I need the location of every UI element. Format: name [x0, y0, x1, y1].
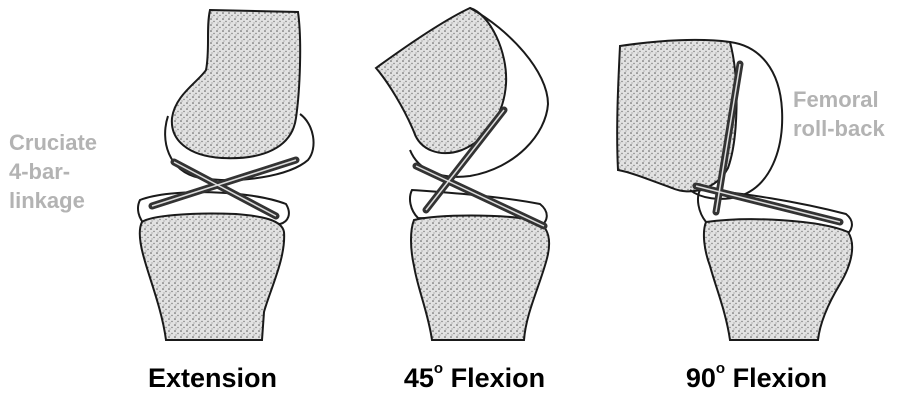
annotation-line: 4-bar-: [9, 157, 97, 186]
cruciate-linkage-annotation: Cruciate 4-bar- linkage: [9, 128, 97, 215]
caption-text: Flexion: [443, 363, 545, 393]
femur: [172, 10, 300, 158]
caption-angle: 90: [686, 363, 716, 393]
degree-symbol: o: [434, 360, 443, 377]
tibia: [140, 213, 284, 340]
caption-90-flexion: 90o Flexion: [664, 363, 849, 394]
caption-extension: Extension: [120, 363, 305, 394]
caption-text: Flexion: [725, 363, 827, 393]
annotation-line: Cruciate: [9, 128, 97, 157]
degree-symbol: o: [716, 360, 725, 377]
femoral-rollback-annotation: Femoral roll-back: [793, 85, 885, 143]
caption-angle: 45: [404, 363, 434, 393]
caption-text: Extension: [148, 363, 277, 393]
knee-45-flexion: [376, 8, 549, 340]
tibia: [411, 216, 549, 341]
femur: [617, 40, 736, 191]
annotation-line: linkage: [9, 186, 97, 215]
tibia: [704, 219, 852, 340]
annotation-line: Femoral: [793, 85, 885, 114]
annotation-line: roll-back: [793, 114, 885, 143]
knee-extension: [138, 10, 314, 340]
caption-45-flexion: 45o Flexion: [382, 363, 567, 394]
